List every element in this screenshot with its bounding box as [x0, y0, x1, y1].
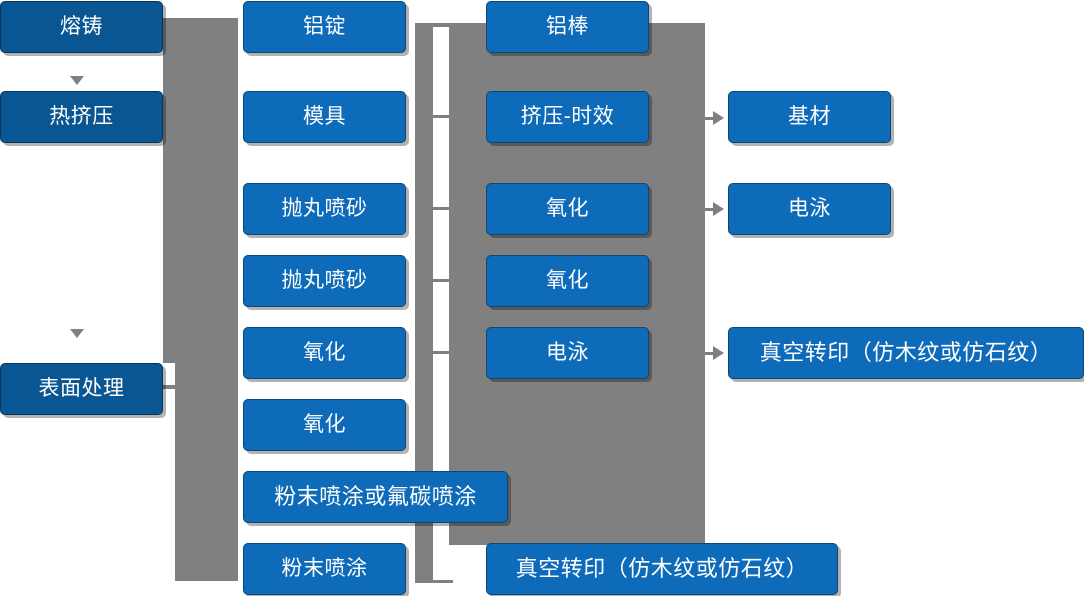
connector-rung-1	[415, 23, 453, 27]
arrow-stub-transfer	[704, 352, 715, 355]
process-label: 氧化	[303, 413, 346, 437]
process-box-oxidation-2[interactable]: 氧化	[243, 399, 406, 451]
arrow-right-icon-trunk-5	[226, 327, 237, 341]
process-box-oxidation-3[interactable]: 氧化	[486, 183, 649, 235]
process-label: 氧化	[303, 341, 346, 365]
arrow-stub-base	[704, 117, 715, 120]
arrow-down-icon-extrusion-to-surface	[70, 329, 84, 338]
process-label: 模具	[303, 105, 346, 129]
process-box-electrophoresis-1[interactable]: 电泳	[486, 327, 649, 379]
process-label: 氧化	[546, 269, 589, 293]
arrow-right-icon-trunk-1	[226, 19, 237, 33]
process-box-mold[interactable]: 模具	[243, 91, 406, 143]
connector-left-stub-surface	[163, 385, 185, 389]
arrow-right-icon-trunk-6	[226, 399, 237, 413]
stage-box-extrusion[interactable]: 热挤压	[0, 91, 163, 143]
arrow-stub-edp	[704, 208, 715, 211]
process-box-aluminum-bar[interactable]: 铝棒	[486, 1, 649, 53]
arrow-right-icon-trunk-3	[226, 183, 237, 197]
process-label: 铝棒	[546, 15, 589, 39]
arrow-down-icon-melting-to-extrusion	[70, 76, 84, 85]
process-label: 电泳	[546, 341, 589, 365]
arrow-right-icon-trunk-2	[226, 101, 237, 115]
process-box-substrate[interactable]: 基材	[728, 91, 891, 143]
process-label: 粉末喷涂	[281, 557, 368, 581]
arrow-right-icon-to-transfer	[713, 346, 724, 360]
stage-label-surface: 表面处理	[38, 377, 125, 401]
process-label: 电泳	[788, 197, 831, 221]
connector-rung-7	[427, 580, 453, 583]
process-box-electrophoresis-2[interactable]: 电泳	[728, 183, 891, 235]
process-box-vacuum-transfer-printing-2[interactable]: 真空转印（仿木纹或仿石纹）	[728, 327, 1084, 379]
arrow-right-icon-trunk-4	[226, 255, 237, 269]
process-box-vacuum-transfer-printing-1[interactable]: 真空转印（仿木纹或仿石纹）	[486, 543, 838, 595]
stage-label-melting: 熔铸	[60, 15, 103, 39]
process-label: 挤压-时效	[520, 105, 615, 129]
arrow-right-icon-trunk-7	[226, 471, 237, 485]
process-label: 真空转印（仿木纹或仿石纹）	[515, 555, 809, 581]
stage-box-melting[interactable]: 熔铸	[0, 1, 163, 53]
arrow-right-icon-to-edp	[713, 202, 724, 216]
process-label: 抛丸喷砂	[281, 269, 368, 293]
stage-label-extrusion: 热挤压	[49, 105, 114, 129]
connector-middle-bar	[415, 23, 433, 583]
process-box-shot-blasting-1[interactable]: 抛丸喷砂	[243, 183, 406, 235]
connector-rung-5	[427, 351, 453, 354]
process-box-oxidation-1[interactable]: 氧化	[243, 327, 406, 379]
process-label: 真空转印（仿木纹或仿石纹）	[759, 339, 1053, 365]
connector-rung-2	[427, 115, 453, 118]
process-label: 基材	[788, 105, 831, 129]
process-label: 抛丸喷砂	[281, 197, 368, 221]
process-box-aluminum-ingot[interactable]: 铝锭	[243, 1, 406, 53]
process-label: 氧化	[546, 197, 589, 221]
process-box-oxidation-4[interactable]: 氧化	[486, 255, 649, 307]
process-box-powder-coating[interactable]: 粉末喷涂	[243, 543, 406, 595]
process-box-extrusion-aging[interactable]: 挤压-时效	[486, 91, 649, 143]
process-box-powder-or-fluorocarbon-coating[interactable]: 粉末喷涂或氟碳喷涂	[243, 471, 508, 523]
connector-rung-3	[427, 207, 453, 210]
process-label: 铝锭	[303, 15, 346, 39]
process-box-shot-blasting-2[interactable]: 抛丸喷砂	[243, 255, 406, 307]
connector-rung-4	[427, 279, 453, 282]
process-label: 粉末喷涂或氟碳喷涂	[274, 483, 477, 509]
arrow-right-icon-to-base	[713, 111, 724, 125]
connector-left-trunk-top	[163, 18, 238, 363]
stage-box-surface[interactable]: 表面处理	[0, 363, 163, 415]
arrow-right-icon-trunk-8	[226, 559, 237, 573]
